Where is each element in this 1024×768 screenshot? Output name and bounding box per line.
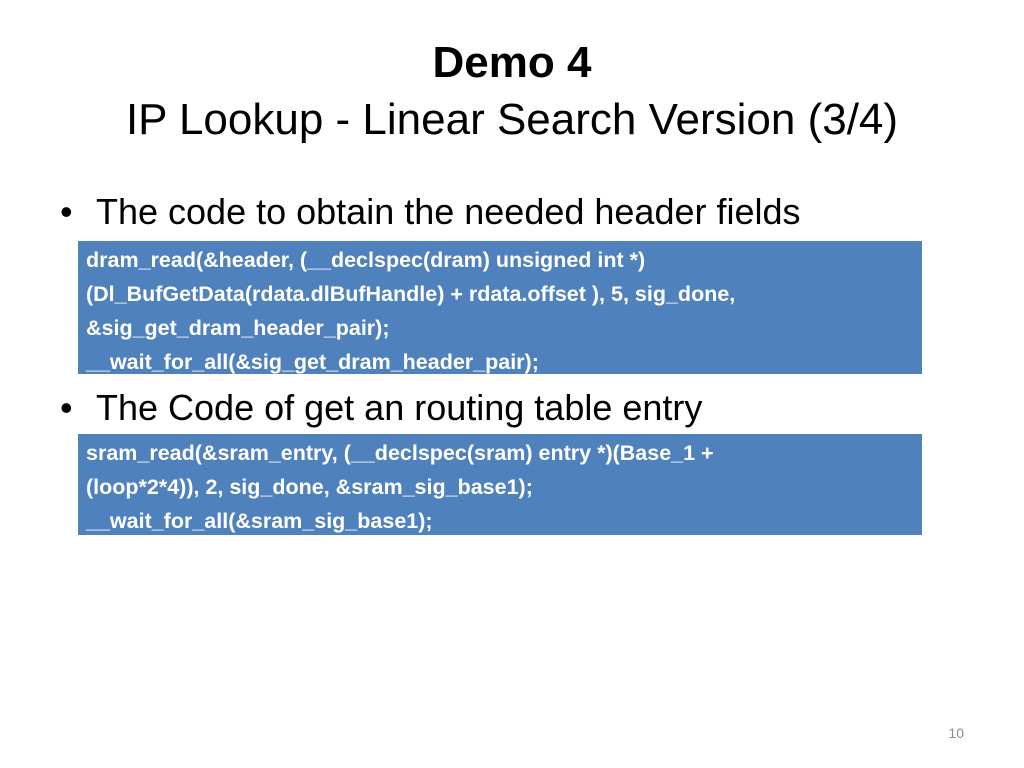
bullet-item-1: • The code to obtain the needed header fi… — [60, 192, 801, 232]
slide-number: 10 — [948, 725, 964, 741]
code-line: __wait_for_all(&sram_sig_base1); — [86, 509, 433, 533]
code-block-dram-read: dram_read(&header, (__declspec(dram) uns… — [78, 241, 922, 374]
code-line: (Dl_BufGetData(rdata.dlBufHandle) + rdat… — [86, 282, 736, 306]
code-line: (loop*2*4)), 2, sig_done, &sram_sig_base… — [86, 475, 533, 499]
code-block-sram-read: sram_read(&sram_entry, (__declspec(sram)… — [78, 434, 922, 535]
bullet-text: The code to obtain the needed header fie… — [96, 191, 801, 232]
bullet-text: The Code of get an routing table entry — [96, 387, 703, 428]
bullet-marker: • — [60, 191, 73, 232]
title-line-2: IP Lookup - Linear Search Version (3/4) — [125, 94, 899, 144]
bullet-marker: • — [60, 387, 73, 428]
title-line-1: Demo 4 — [432, 38, 592, 87]
bullet-item-2: • The Code of get an routing table entry — [60, 388, 702, 428]
code-line: dram_read(&header, (__declspec(dram) uns… — [86, 248, 646, 272]
code-line: sram_read(&sram_entry, (__declspec(sram)… — [86, 441, 714, 465]
slide-title: Demo 4 IP Lookup - Linear Search Version… — [40, 38, 984, 145]
code-line: &sig_get_dram_header_pair); — [86, 316, 390, 340]
code-line: __wait_for_all(&sig_get_dram_header_pair… — [86, 350, 539, 374]
